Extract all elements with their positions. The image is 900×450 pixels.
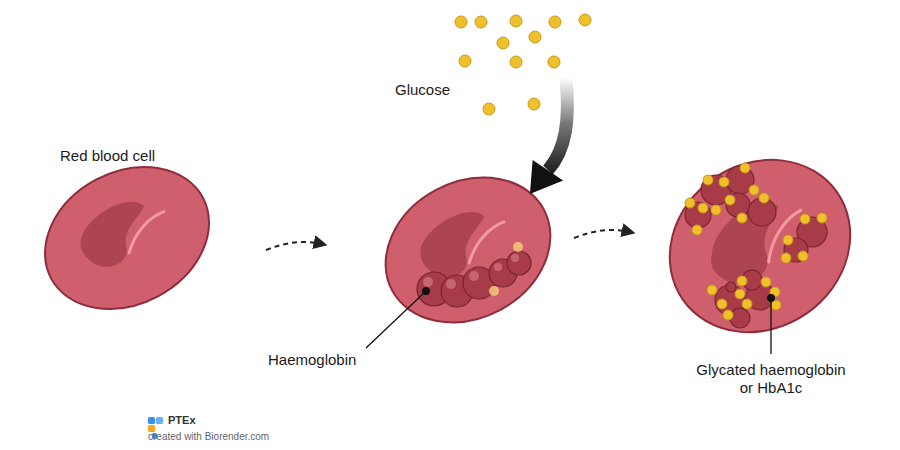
glucose-bound	[685, 163, 827, 320]
cell-label: Red blood cell	[60, 147, 155, 165]
leader-line	[366, 291, 771, 354]
leader-dot	[422, 287, 775, 302]
glucose-label: Glucose	[395, 81, 450, 99]
red-blood-cell	[636, 125, 884, 367]
glycated-haemoglobin	[685, 166, 827, 328]
watermark: created with Biorender.com	[148, 431, 269, 443]
uptake-arrow	[528, 78, 567, 198]
glucose-faint	[489, 242, 523, 296]
red-blood-cell	[20, 139, 234, 336]
part-label: Glycated haemoglobin or HbA1c	[690, 361, 852, 397]
watermark: PTEx	[168, 414, 196, 427]
process-arrow	[574, 230, 630, 238]
process-arrow	[266, 242, 322, 250]
haemoglobin-highlight	[423, 254, 519, 289]
part-label: Haemoglobin	[268, 351, 378, 369]
red-blood-cell	[360, 150, 576, 351]
haemoglobin	[417, 251, 531, 307]
